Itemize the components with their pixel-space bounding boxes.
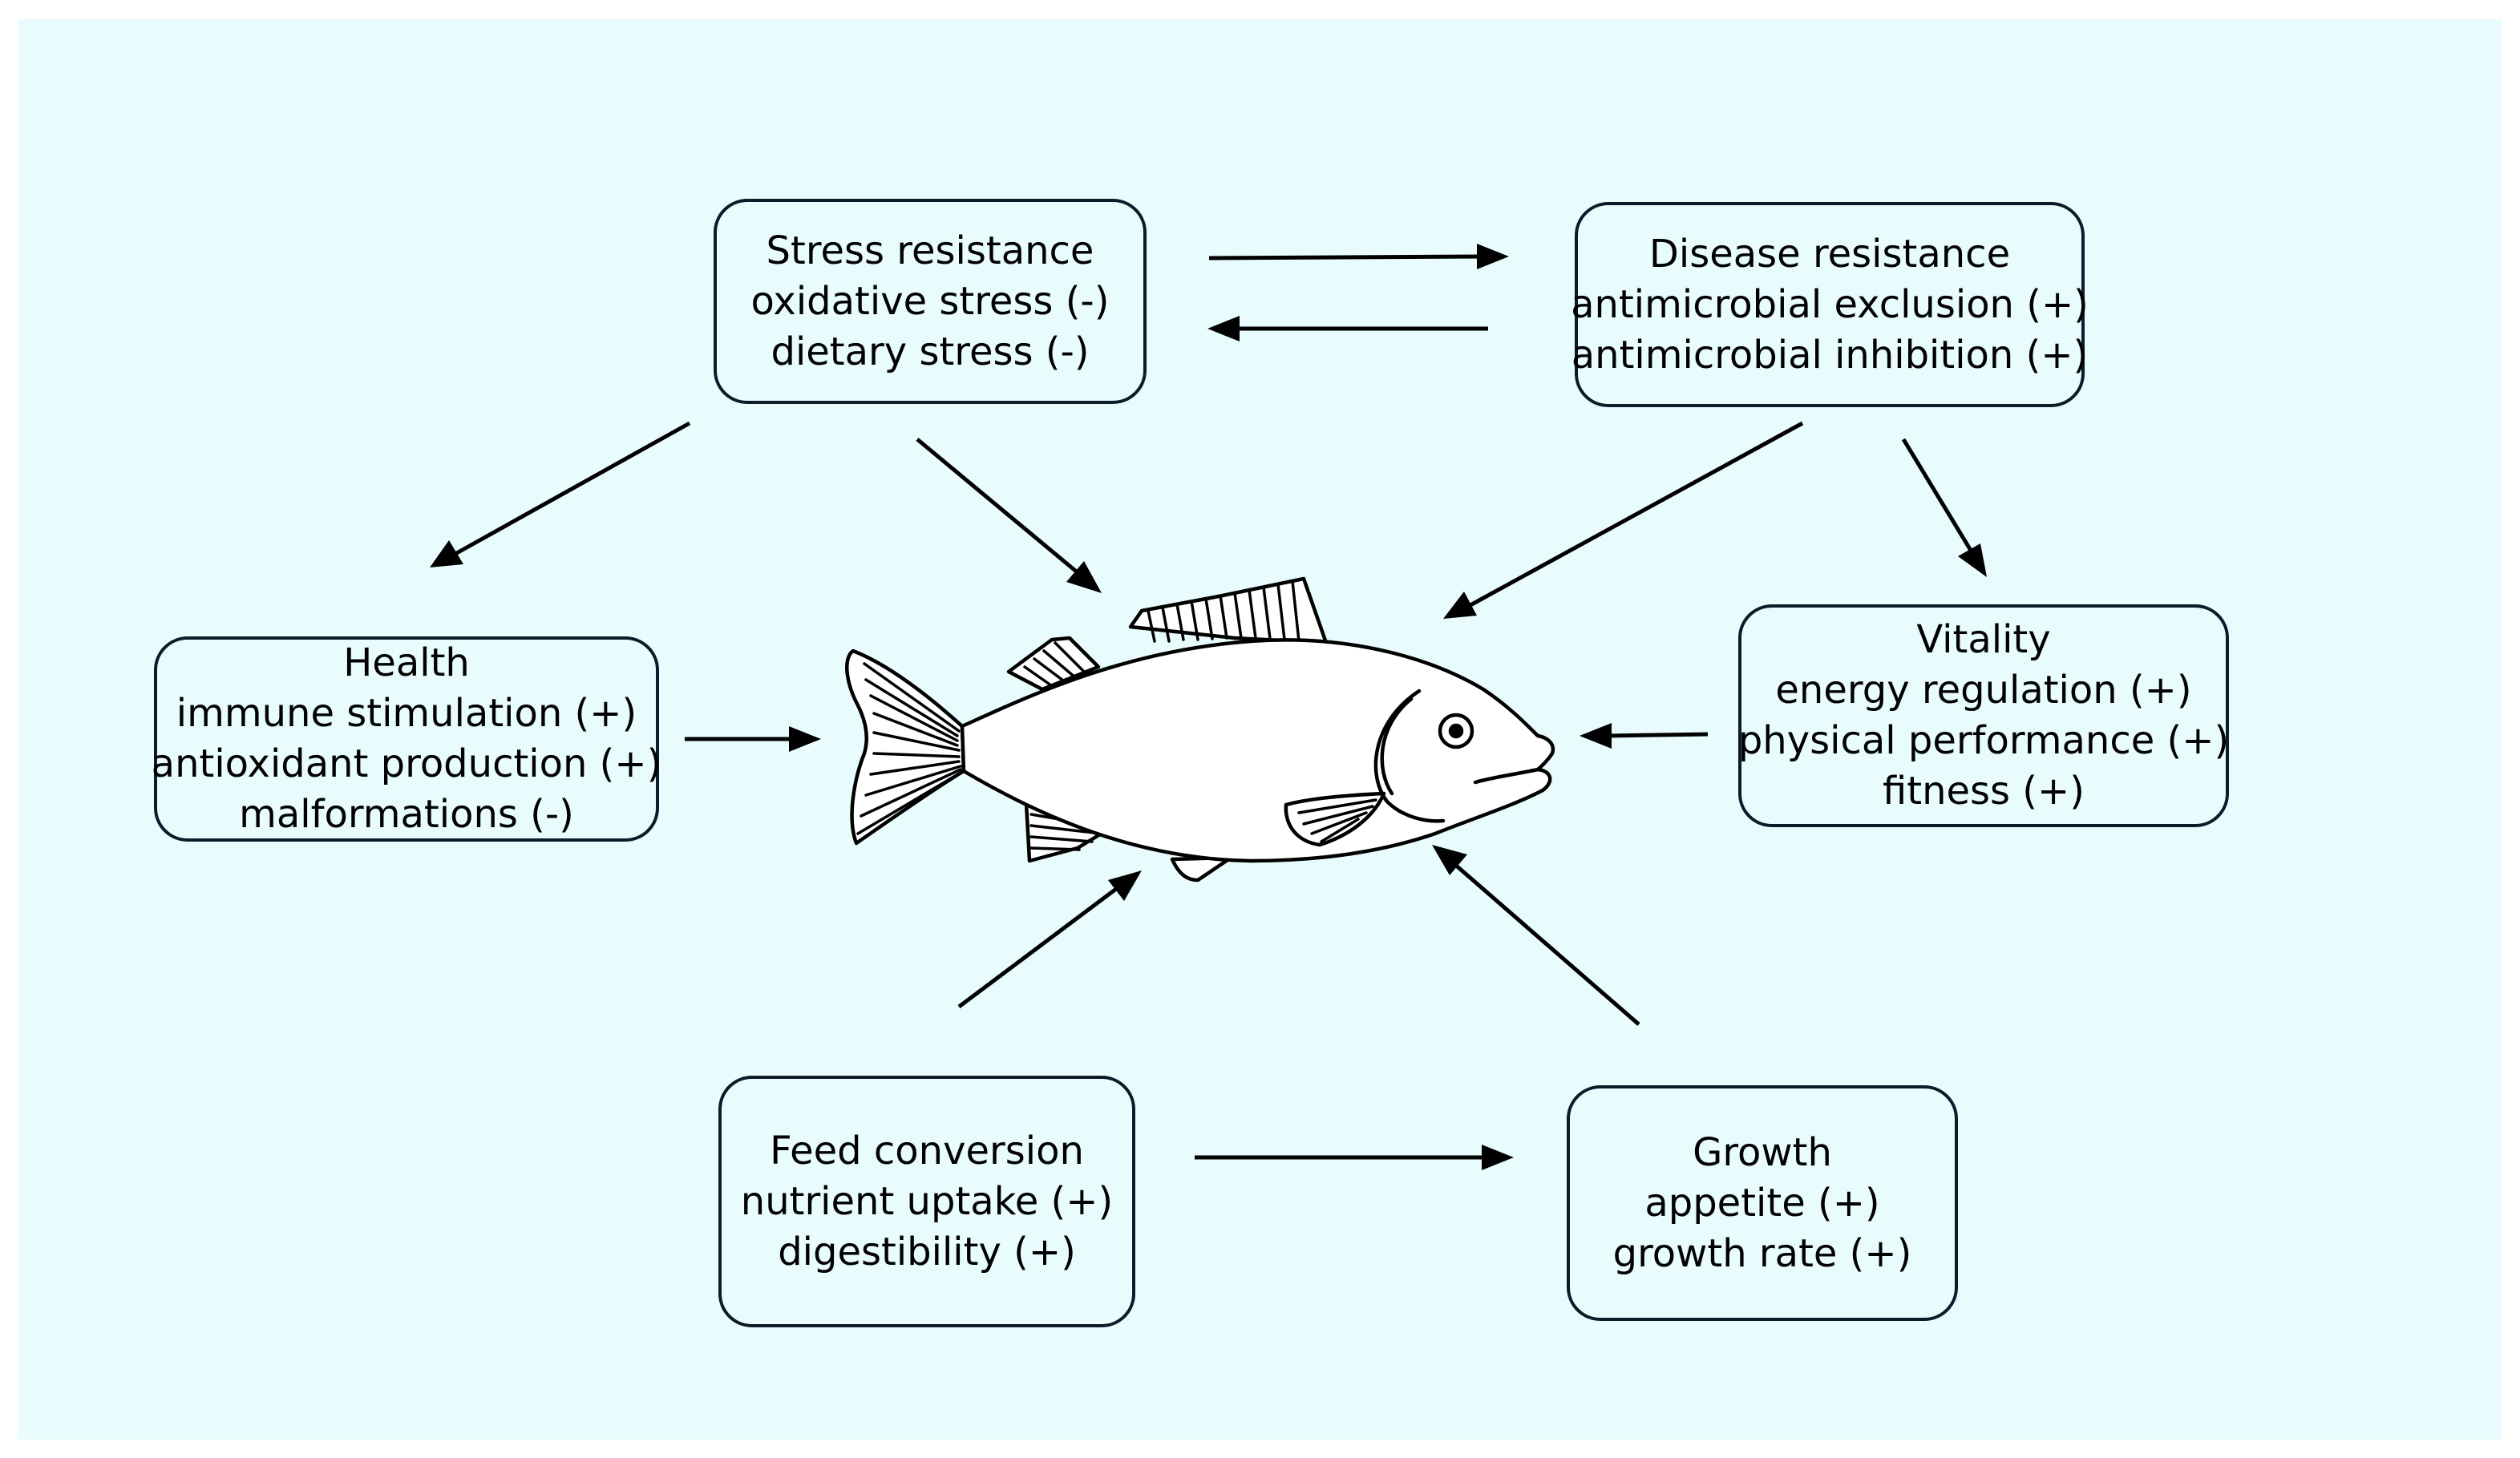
growth-box: Growth appetite (+) growth rate (+) (1567, 1085, 1958, 1321)
stress-resistance-line-2: dietary stress (-) (771, 329, 1090, 374)
arrow-disease-to-vitality (1901, 438, 1987, 577)
dorsal-fin-rays-icon (1147, 580, 1300, 643)
arrow-disease-to-fish (1443, 421, 1804, 619)
stress-resistance-title: Stress resistance (766, 228, 1094, 273)
arrow-growth-to-fish (1432, 845, 1640, 1026)
health-line-2: antioxidant production (+) (151, 741, 662, 786)
feed-conversion-line-1: nutrient uptake (+) (740, 1178, 1114, 1224)
health-line-3: malformations (-) (239, 792, 574, 837)
disease-resistance-line-2: antimicrobial inhibition (+) (1571, 332, 2089, 378)
pectoral-fin-icon (1284, 791, 1386, 847)
disease-resistance-line-1: antimicrobial exclusion (+) (1571, 281, 2089, 327)
second-dorsal-fin-rays-icon (1023, 641, 1087, 691)
arrow-feed-to-growth (1195, 1145, 1514, 1170)
arrow-stress-to-disease (1208, 244, 1509, 269)
stress-resistance-line-1: oxidative stress (-) (750, 278, 1110, 324)
fish-icon (845, 576, 1555, 882)
health-box: Health immune stimulation (+) antioxidan… (151, 636, 662, 842)
vitality-line-3: fitness (+) (1883, 769, 2085, 814)
tail-fin-rays-icon (856, 662, 962, 835)
growth-line-2: growth rate (+) (1612, 1230, 1912, 1276)
pectoral-fin-rays-icon (1297, 798, 1377, 843)
second-dorsal-fin-icon (1006, 636, 1101, 692)
feed-conversion-line-2: digestibility (+) (778, 1229, 1076, 1274)
growth-title: Growth (1693, 1129, 1832, 1175)
dorsal-fin-icon (1128, 576, 1329, 645)
arrow-health-to-fish (685, 726, 821, 752)
disease-resistance-title: Disease resistance (1648, 231, 2011, 277)
vitality-title: Vitality (1916, 617, 2051, 662)
arrow-stress-to-fish (916, 438, 1102, 593)
disease-resistance-box: Disease resistance antimicrobial exclusi… (1571, 202, 2089, 407)
stress-resistance-box: Stress resistance oxidative stress (-) d… (714, 199, 1147, 404)
arrow-disease-to-stress (1207, 316, 1488, 341)
health-title: Health (343, 640, 470, 685)
vitality-box: Vitality energy regulation (+) physical … (1738, 604, 2229, 827)
fish-body-icon (960, 638, 1555, 863)
feed-conversion-box: Feed conversion nutrient uptake (+) dige… (718, 1076, 1135, 1327)
feed-conversion-title: Feed conversion (770, 1128, 1084, 1173)
health-line-1: immune stimulation (+) (176, 691, 637, 736)
growth-line-1: appetite (+) (1644, 1180, 1880, 1226)
arrow-vitality-to-fish (1580, 723, 1709, 749)
vitality-line-2: physical performance (+) (1737, 718, 2230, 763)
vitality-line-1: energy regulation (+) (1775, 668, 2192, 713)
mouth-icon (1473, 767, 1540, 785)
arrow-stress-to-health (430, 421, 691, 567)
arrow-feed-to-fish (957, 870, 1142, 1008)
